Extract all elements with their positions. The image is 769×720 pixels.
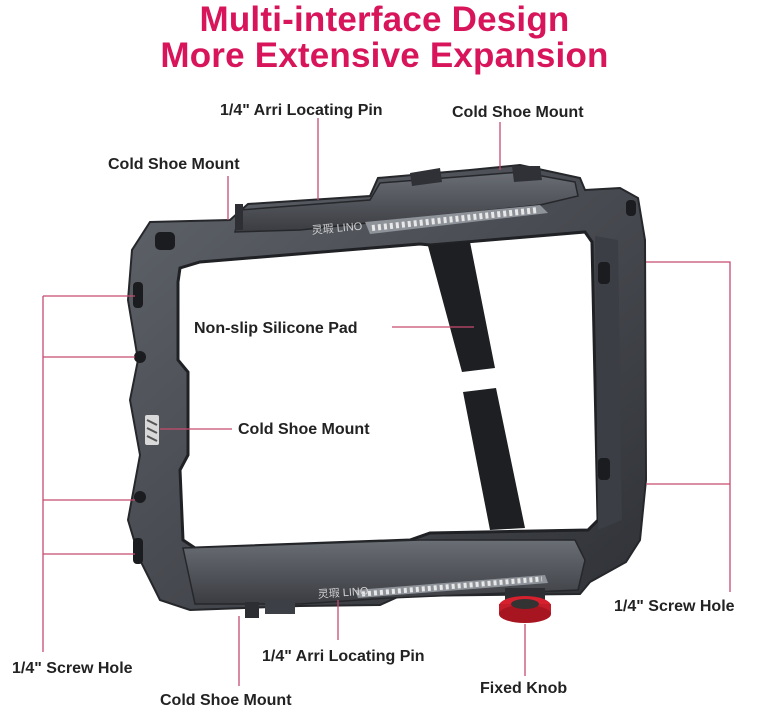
camera-cage [126, 163, 648, 618]
title-line-1: Multi-interface Design [199, 0, 570, 39]
left-side-holes [133, 232, 175, 564]
label-screw-hole-right: 1/4" Screw Hole [614, 598, 735, 615]
label-cold-shoe-side: Cold Shoe Mount [238, 421, 370, 438]
label-cold-shoe-top-left: Cold Shoe Mount [108, 156, 240, 173]
label-arri-pin-top: 1/4" Arri Locating Pin [220, 102, 383, 119]
bottom-ridge-pattern [355, 575, 548, 598]
label-cold-shoe-top-right: Cold Shoe Mount [452, 104, 584, 121]
top-ridge-pattern [365, 205, 548, 234]
label-fixed-knob: Fixed Knob [480, 680, 568, 697]
logo-bottom: 灵瑕 LINO [317, 584, 369, 601]
label-cold-shoe-bottom: Cold Shoe Mount [160, 692, 292, 709]
label-arri-pin-bottom: 1/4" Arri Locating Pin [262, 648, 425, 665]
callout-lines [42, 118, 731, 686]
logo-top: 灵瑕 LINO [311, 220, 363, 237]
label-screw-hole-left: 1/4" Screw Hole [12, 660, 133, 677]
silicone-pad [428, 242, 525, 530]
label-silicone-pad: Non-slip Silicone Pad [194, 320, 358, 337]
title-line-2: More Extensive Expansion [160, 36, 609, 75]
fixed-knob-icon [499, 588, 551, 623]
